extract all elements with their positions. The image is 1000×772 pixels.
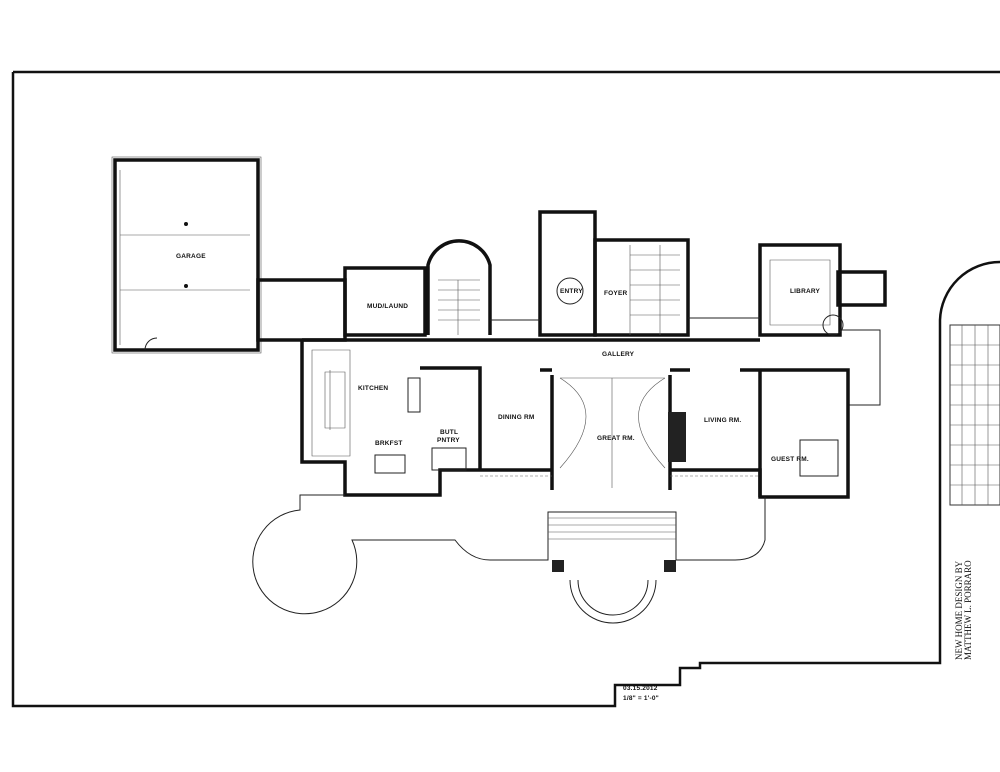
room-label-butl: BUTL (440, 429, 458, 436)
room-label-dining: DINING RM (498, 414, 534, 421)
room-label-kitchen: KITCHEN (358, 385, 388, 392)
room-label-library: LIBRARY (790, 288, 821, 295)
room-label-pntry: PNTRY (437, 437, 460, 444)
site-steps (949, 324, 1000, 506)
terraces (252, 494, 766, 624)
title-block: NEW HOME DESIGN BY MATTHEW L. PORRARO (954, 560, 973, 660)
room-label-great: GREAT RM. (597, 435, 635, 442)
title-line-1: NEW HOME DESIGN BY (954, 560, 964, 660)
room-label-garage: GARAGE (176, 253, 206, 260)
room-label-living: LIVING RM. (704, 417, 741, 424)
breezeway (256, 278, 347, 342)
room-label-entry: ENTRY (560, 288, 583, 295)
room-label-brkfst: BRKFST (375, 440, 403, 447)
drawing-scale: 1/8" = 1'-0" (623, 695, 659, 702)
room-label-foyer: FOYER (604, 290, 627, 297)
room-label-guest: GUEST RM. (771, 456, 809, 463)
drawing-date: 03.15.2012 (623, 685, 658, 692)
upper-rooms (343, 210, 887, 406)
room-label-gallery: GALLERY (602, 351, 635, 358)
garage (111, 156, 262, 354)
room-label-mud-laund: MUD/LAUND (367, 303, 408, 310)
title-line-2: MATTHEW L. PORRARO (963, 560, 973, 660)
main-body (300, 338, 850, 499)
sheet-border (11, 70, 1000, 708)
